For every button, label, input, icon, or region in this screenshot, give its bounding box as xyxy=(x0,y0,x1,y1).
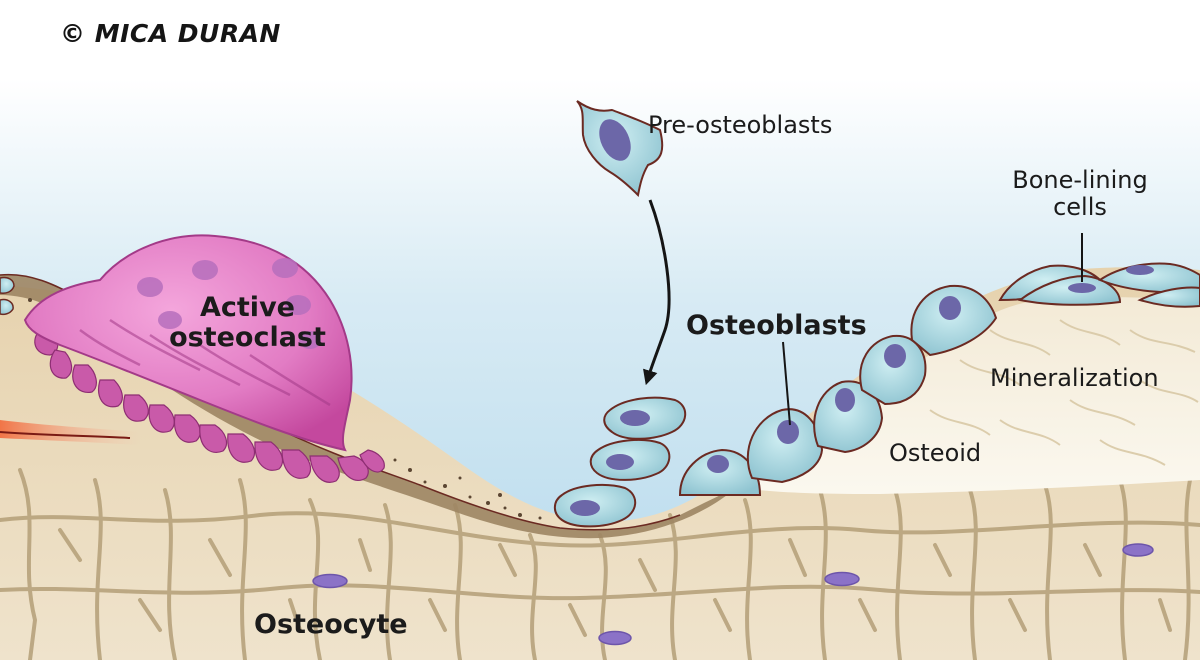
active-osteoclast-label-line1: Active xyxy=(200,292,295,323)
osteoclast-body xyxy=(23,234,353,452)
osteoclast-nuclei xyxy=(137,258,321,349)
osteoclast-folds xyxy=(79,318,331,407)
bone-lining-cells xyxy=(998,262,1200,308)
active-osteoclast xyxy=(23,234,385,483)
osteoclast-nucleus xyxy=(137,277,163,297)
osteoid-label: Osteoid xyxy=(889,439,982,467)
blood-vessel xyxy=(0,420,140,445)
osteoblasts-leader xyxy=(782,341,791,426)
osteoclast-nucleus xyxy=(299,331,321,349)
edge-cells xyxy=(0,276,15,316)
pre-osteoblast xyxy=(553,483,637,528)
osteoblasts xyxy=(678,284,998,496)
osteoclast-nucleus xyxy=(272,258,298,278)
osteocyte-label: Osteocyte xyxy=(254,609,408,640)
bone-lining-label: Bone-lining cells xyxy=(985,167,1175,221)
pre-osteoblast-top xyxy=(576,100,664,198)
osteoclast-nucleus xyxy=(158,311,182,329)
osteocyte-cell xyxy=(1122,543,1154,557)
copyright-text: © MICA DURAN xyxy=(60,19,281,48)
active-osteoclast-label: Active osteoclast xyxy=(160,292,335,354)
osteocytes xyxy=(312,543,1154,646)
bone-lining-label-line1: Bone-lining xyxy=(1012,166,1148,194)
osteocyte-cell xyxy=(598,630,632,646)
vessel-edge xyxy=(0,431,131,439)
osteocyte-cell xyxy=(312,573,348,589)
osteoblast-cell xyxy=(746,408,824,484)
pre-osteoblasts-label: Pre-osteoblasts xyxy=(648,111,833,139)
osteoclast-nucleus xyxy=(192,260,218,280)
pre-osteoblast xyxy=(603,396,687,440)
osteoclast-villi xyxy=(34,329,385,483)
canaliculi xyxy=(0,468,1200,660)
lining-cell-nucleus xyxy=(1068,283,1096,293)
lining-cell xyxy=(1137,286,1200,308)
mineralization-label: Mineralization xyxy=(990,364,1159,392)
osteoblasts-label: Osteoblasts xyxy=(686,310,867,341)
osteocyte-cell xyxy=(824,571,860,587)
active-osteoclast-label-line2: osteoclast xyxy=(169,322,326,354)
migration-arrow xyxy=(643,199,671,386)
bone-lining-label-line2: cells xyxy=(1053,192,1107,221)
lining-cell-nucleus xyxy=(1126,265,1154,275)
osteoblast-cell xyxy=(678,448,762,496)
pre-osteoblast xyxy=(589,438,671,481)
mineralization-texture xyxy=(929,319,1199,466)
osteoclast-nucleus xyxy=(285,295,311,315)
osteoblast-cell xyxy=(910,284,998,357)
pre-osteoblast-stack xyxy=(553,396,687,528)
